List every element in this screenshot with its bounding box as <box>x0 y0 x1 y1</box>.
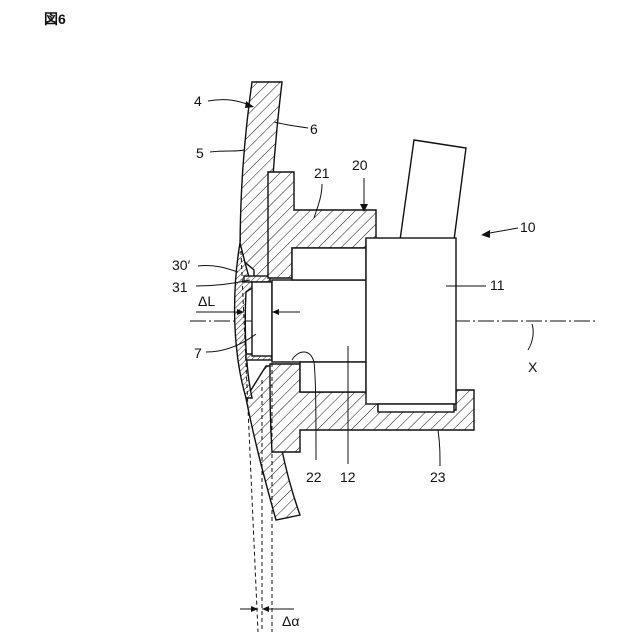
motor-base <box>378 404 454 412</box>
leader-10-arrowhead <box>481 230 490 238</box>
leader-30 <box>198 265 238 272</box>
leader-6 <box>274 122 308 128</box>
label-22: 22 <box>306 469 322 485</box>
label-10: 10 <box>520 219 536 235</box>
label-20: 20 <box>352 157 368 173</box>
label-x: X <box>528 359 538 375</box>
bore-7 <box>252 282 272 356</box>
label-delta-l: ΔL <box>198 293 215 309</box>
leader-23 <box>438 430 440 466</box>
label-6: 6 <box>310 121 318 137</box>
leader-7 <box>206 334 256 352</box>
label-31: 31 <box>172 279 188 295</box>
label-12: 12 <box>340 469 356 485</box>
seal-31 <box>244 276 270 282</box>
label-5: 5 <box>196 145 204 161</box>
leader-X <box>528 324 533 350</box>
bracket-top <box>400 140 466 240</box>
label-7: 7 <box>194 345 202 361</box>
label-11: 11 <box>490 277 505 293</box>
collar <box>292 248 366 280</box>
label-30: 30′ <box>172 257 191 273</box>
label-21: 21 <box>314 165 330 181</box>
dalpha-arrowhead-right <box>262 606 269 612</box>
label-23: 23 <box>430 469 446 485</box>
motor-11 <box>366 238 456 404</box>
collar-lower <box>300 362 366 392</box>
figure-title: 図6 <box>44 11 66 27</box>
shaft-12 <box>272 280 366 362</box>
leader-4 <box>208 100 252 106</box>
label-4: 4 <box>194 93 202 109</box>
leader-5 <box>210 150 244 152</box>
label-delta-alpha: Δα <box>282 613 299 629</box>
